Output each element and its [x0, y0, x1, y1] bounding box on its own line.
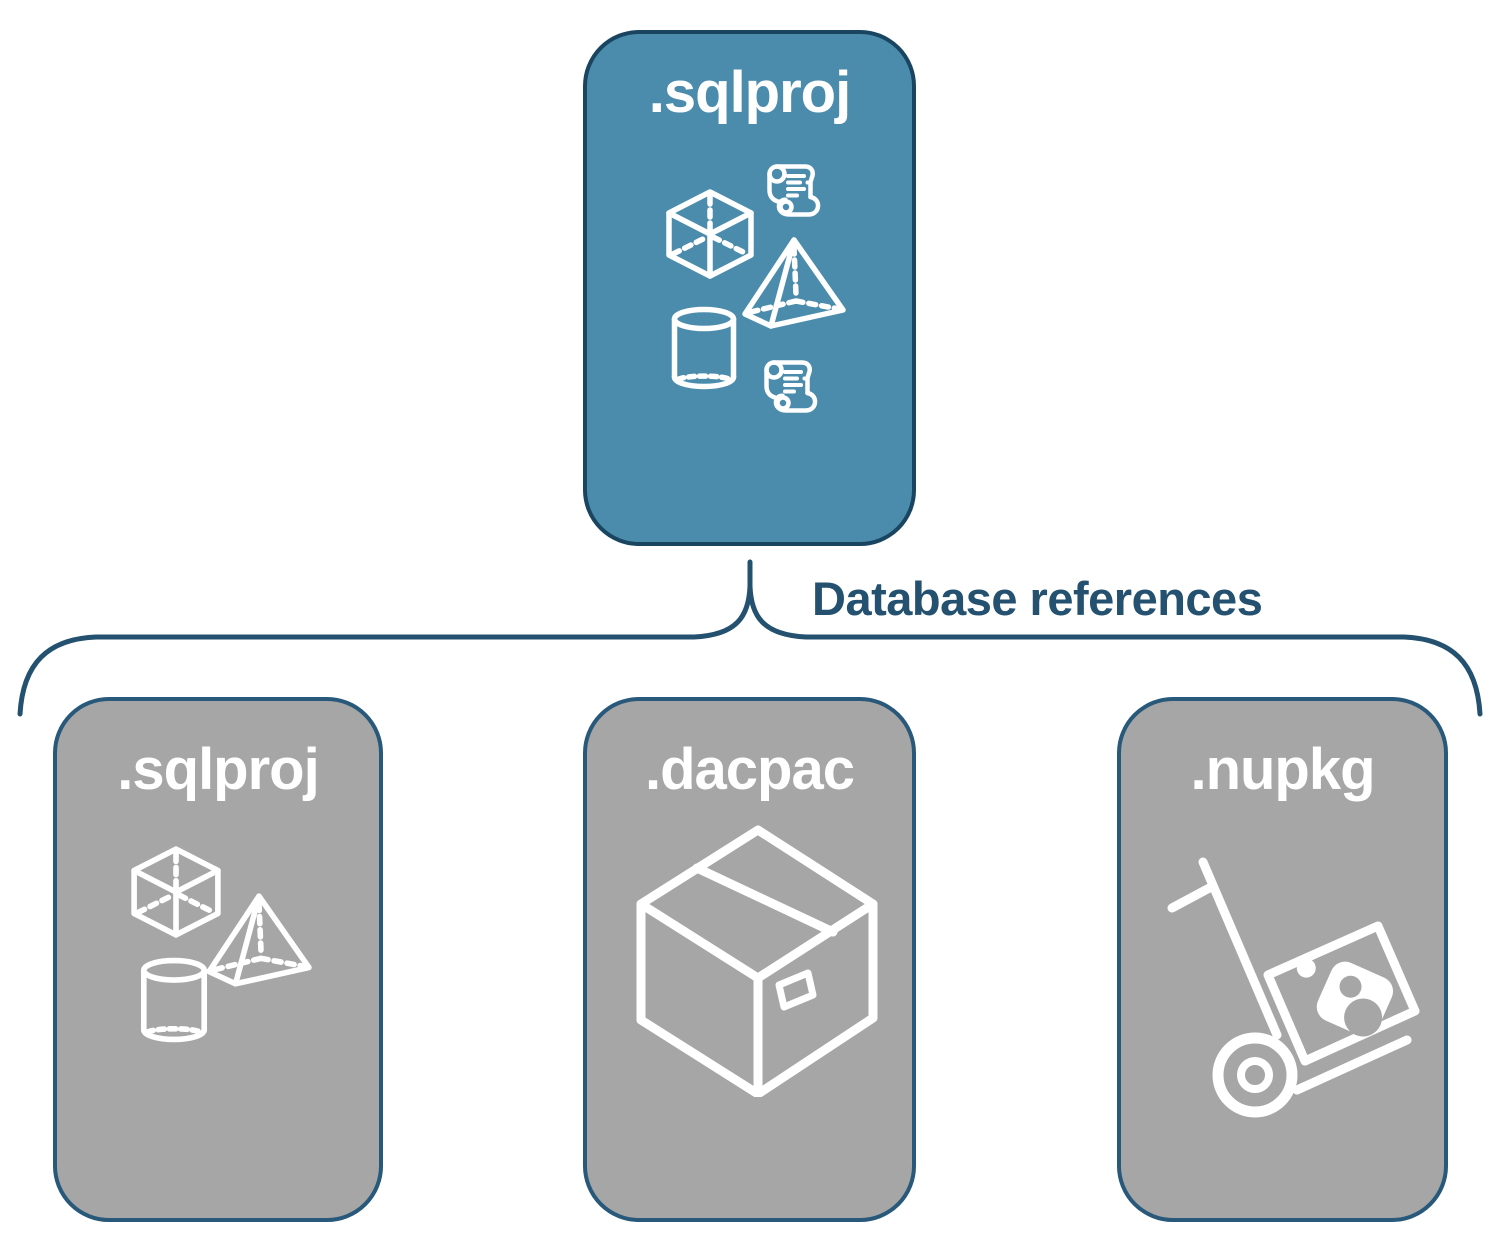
- node-title: .nupkg: [1190, 737, 1375, 802]
- script-scroll-icon: [761, 357, 819, 417]
- node-title: .sqlproj: [648, 60, 851, 125]
- node-dacpac: .dacpac: [583, 697, 916, 1222]
- node-sqlproj-child: .sqlproj: [53, 697, 383, 1222]
- connector-label: Database references: [812, 572, 1263, 625]
- pyramid-icon: [204, 891, 314, 989]
- script-scroll-icon: [764, 161, 822, 221]
- node-title: .dacpac: [645, 737, 855, 802]
- pyramid-icon: [740, 235, 848, 331]
- package-box-icon: [633, 822, 883, 1097]
- cylinder-icon: [139, 957, 209, 1043]
- node-sqlproj-root: .sqlproj: [583, 30, 916, 546]
- hand-truck-package-icon: [1163, 843, 1431, 1120]
- cylinder-icon: [670, 306, 738, 390]
- node-title: .sqlproj: [117, 737, 319, 802]
